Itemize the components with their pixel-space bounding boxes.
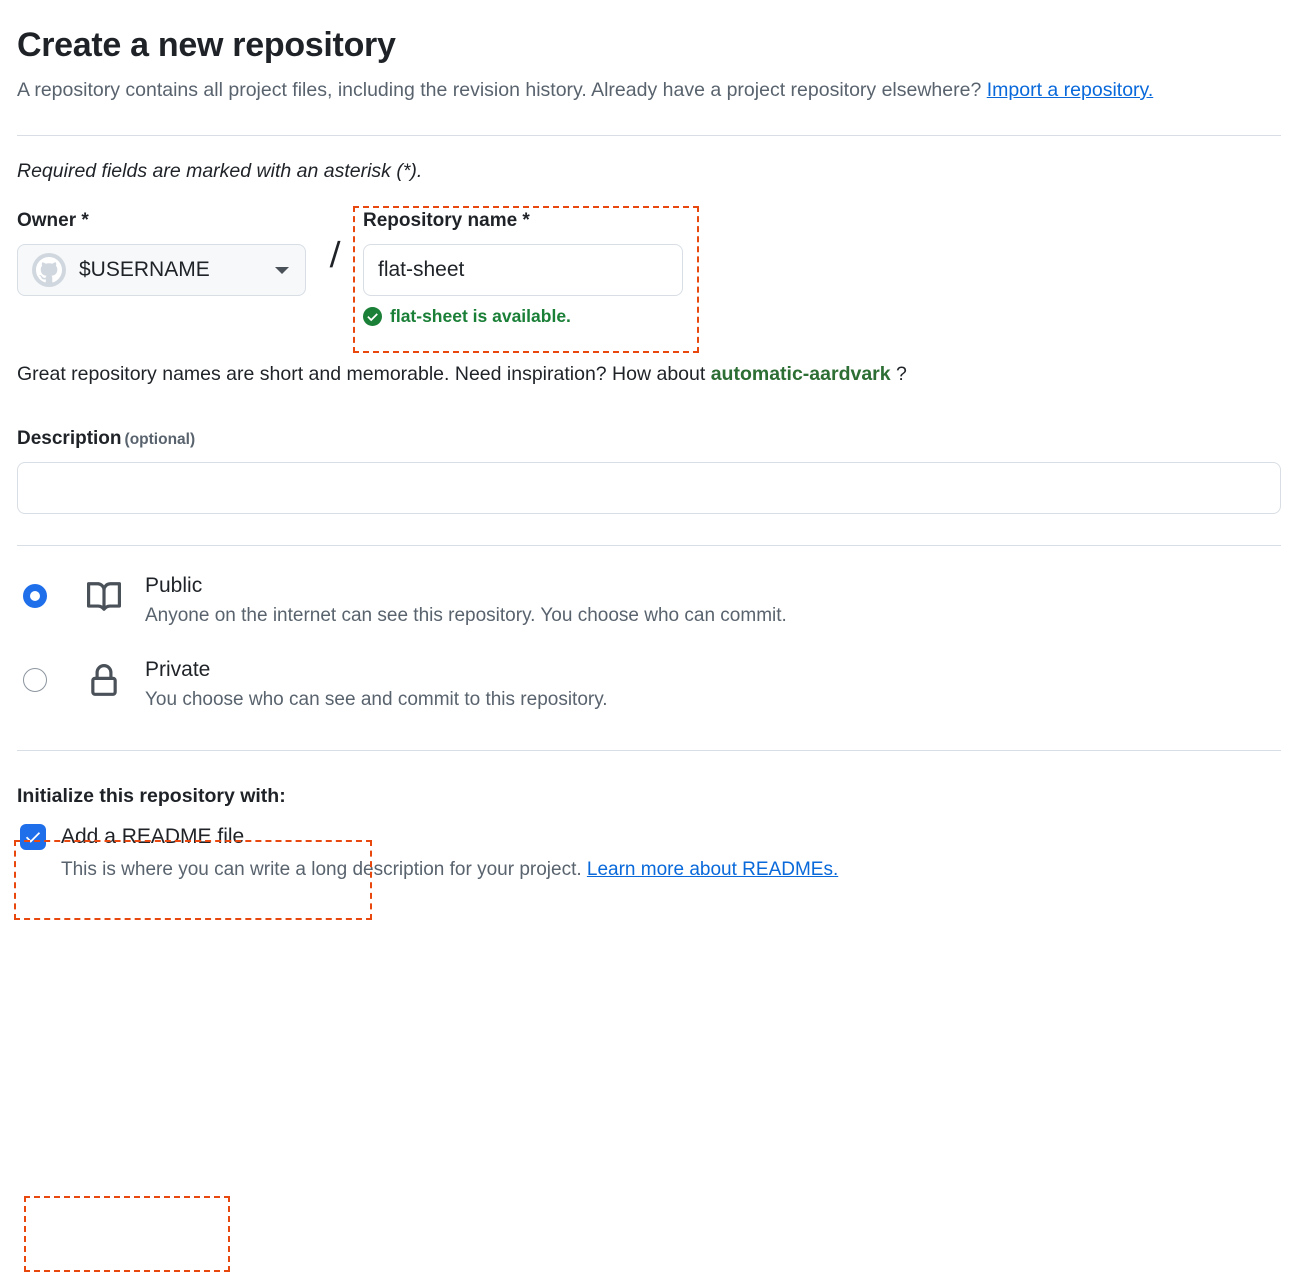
book-icon <box>87 580 122 619</box>
create-repository-page: Create a new repository A repository con… <box>14 26 1281 1272</box>
visibility-public-title: Public <box>145 574 203 597</box>
divider-description <box>17 545 1281 546</box>
page-title: Create a new repository <box>17 26 396 64</box>
visibility-private-description: You choose who can see and commit to thi… <box>145 689 608 711</box>
initialize-section-title: Initialize this repository with: <box>17 785 286 807</box>
check-icon <box>25 832 41 843</box>
divider-top <box>17 135 1281 136</box>
owner-select-button[interactable]: $USERNAME <box>17 244 306 296</box>
owner-label: Owner * <box>17 210 89 231</box>
import-repository-link[interactable]: Import a repository. <box>986 79 1154 101</box>
description-input[interactable] <box>17 462 1281 514</box>
repository-name-input[interactable] <box>363 244 683 296</box>
visibility-public-text: Public Anyone on the internet can see th… <box>145 566 787 631</box>
inspiration-line: Great repository names are short and mem… <box>17 361 1281 386</box>
readme-description-text: This is where you can write a long descr… <box>61 859 587 880</box>
page-description: A repository contains all project files,… <box>17 71 1197 109</box>
visibility-option-public[interactable]: Public Anyone on the internet can see th… <box>17 566 1281 650</box>
page-description-text: A repository contains all project files,… <box>17 79 987 101</box>
availability-message: flat-sheet is available. <box>390 306 571 326</box>
learn-more-readmes-link[interactable]: Learn more about READMEs. <box>586 859 839 880</box>
annotation-box-public-option <box>24 1196 230 1272</box>
owner-field-group: Owner * $USERNAME <box>17 211 307 296</box>
required-fields-note: Required fields are marked with an aster… <box>17 160 423 182</box>
visibility-private-title: Private <box>145 658 211 681</box>
owner-and-name-row: Owner * $USERNAME / Repository name * <box>17 206 1281 361</box>
github-octocat-icon <box>32 253 66 287</box>
chevron-down-icon <box>275 266 289 274</box>
suggested-repository-name[interactable]: automatic-aardvark <box>710 363 891 385</box>
visibility-option-private[interactable]: Private You choose who can see and commi… <box>17 650 1281 734</box>
visibility-private-text: Private You choose who can see and commi… <box>145 650 608 715</box>
availability-status: flat-sheet is available. <box>363 306 683 327</box>
description-label-text: Description <box>17 428 122 449</box>
inspiration-suffix: ? <box>890 363 907 385</box>
visibility-options: Public Anyone on the internet can see th… <box>17 566 1281 1272</box>
radio-public[interactable] <box>23 584 47 608</box>
owner-name-separator: / <box>329 234 341 275</box>
description-optional-tag: (optional) <box>124 431 196 448</box>
inspiration-prefix: Great repository names are short and mem… <box>17 363 711 385</box>
radio-private[interactable] <box>23 668 47 692</box>
repository-name-label: Repository name * <box>363 210 530 231</box>
visibility-public-description: Anyone on the internet can see this repo… <box>145 605 787 627</box>
lock-icon <box>87 664 121 703</box>
divider-visibility <box>17 750 1281 751</box>
readme-checkbox-label: Add a README file <box>61 825 245 848</box>
checkbox-add-readme[interactable] <box>20 824 46 850</box>
description-label: Description(optional) <box>17 428 1281 450</box>
check-circle-icon <box>363 307 382 326</box>
owner-name-value: $USERNAME <box>79 258 210 281</box>
repository-name-field-group: Repository name * flat-sheet is availabl… <box>363 211 683 327</box>
readme-description: This is where you can write a long descr… <box>61 859 1281 881</box>
readme-checkbox-row[interactable]: Add a README file <box>17 824 1281 850</box>
